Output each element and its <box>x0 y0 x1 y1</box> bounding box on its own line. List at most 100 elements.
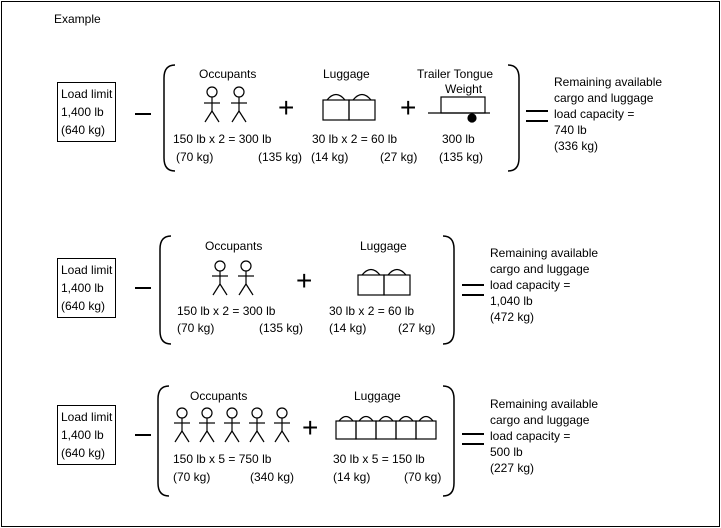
luggage-icon <box>357 274 385 296</box>
result-line: Remaining available <box>554 75 663 89</box>
right-bracket <box>442 385 455 497</box>
luggage-icon-group <box>357 268 411 296</box>
result-line: load capacity = <box>554 107 635 121</box>
trailer-weight-lb: 300 lb <box>442 132 475 146</box>
plus-sign: + <box>302 412 319 443</box>
plus-sign: + <box>400 92 417 123</box>
minus-sign <box>135 287 151 289</box>
result-line: Remaining available <box>490 397 599 411</box>
luggage-icon-group <box>322 93 376 121</box>
luggage-total-kg: (27 kg) <box>380 150 418 164</box>
left-bracket <box>163 64 176 172</box>
trailer-label-line1: Trailer Tongue <box>417 67 494 81</box>
result-line: load capacity = <box>490 278 571 292</box>
occupants-total-kg: (135 kg) <box>259 321 304 335</box>
load-limit-lb: 1,400 lb <box>61 428 104 442</box>
person-icon-group <box>204 86 247 123</box>
luggage-icon <box>355 420 377 440</box>
luggage-label: Luggage <box>354 389 401 403</box>
luggage-total-kg: (70 kg) <box>404 470 442 484</box>
luggage-label: Luggage <box>323 67 370 81</box>
load-limit-box: Load limit 1,400 lb (640 kg) <box>57 405 117 465</box>
person-icon <box>204 86 220 123</box>
result-text: Remaining available cargo and luggage lo… <box>554 74 662 154</box>
load-limit-box: Load limit 1,400 lb (640 kg) <box>57 82 117 142</box>
occupants-total-kg: (340 kg) <box>250 470 295 484</box>
luggage-calc: 30 lb x 5 = 150 lb <box>333 452 425 466</box>
minus-sign <box>135 113 151 115</box>
left-bracket <box>157 385 170 497</box>
result-line: (336 kg) <box>554 139 599 153</box>
left-bracket <box>159 235 172 345</box>
luggage-calc: 30 lb x 2 = 60 lb <box>312 132 398 146</box>
trailer-tongue-icon <box>428 96 490 123</box>
luggage-icon <box>415 420 437 440</box>
plus-sign: + <box>296 265 313 296</box>
occupants-label: Occupants <box>190 389 248 403</box>
result-line: cargo and luggage <box>490 262 590 276</box>
diagram-title: Example <box>54 12 101 26</box>
luggage-each-kg: (14 kg) <box>333 470 371 484</box>
minus-sign <box>135 434 151 436</box>
person-icon <box>174 407 190 443</box>
result-line: load capacity = <box>490 429 571 443</box>
result-line: 1,040 lb <box>490 294 533 308</box>
plus-sign: + <box>278 92 295 123</box>
luggage-each-kg: (14 kg) <box>311 150 349 164</box>
occupants-calc: 150 lb x 2 = 300 lb <box>173 132 272 146</box>
luggage-icon-group <box>335 415 437 440</box>
load-limit-lb: 1,400 lb <box>61 281 104 295</box>
load-limit-label: Load limit <box>61 87 113 101</box>
luggage-each-kg: (14 kg) <box>329 321 367 335</box>
result-line: (472 kg) <box>490 310 535 324</box>
person-icon-group <box>174 407 290 443</box>
luggage-icon <box>335 420 357 440</box>
load-limit-kg: (640 kg) <box>61 123 106 137</box>
occupants-each-kg: (70 kg) <box>176 150 214 164</box>
occupants-each-kg: (70 kg) <box>173 470 211 484</box>
luggage-icon <box>322 99 350 121</box>
person-icon <box>212 260 228 296</box>
result-line: cargo and luggage <box>490 413 590 427</box>
result-text: Remaining available cargo and luggage lo… <box>490 396 598 476</box>
right-bracket <box>442 235 455 345</box>
luggage-calc: 30 lb x 2 = 60 lb <box>329 304 415 318</box>
person-icon <box>274 407 290 443</box>
load-limit-label: Load limit <box>61 410 113 424</box>
equals-sign <box>462 433 484 445</box>
luggage-icon <box>383 274 411 296</box>
result-text: Remaining available cargo and luggage lo… <box>490 245 598 325</box>
trailer-label-line2: Weight <box>445 82 483 96</box>
occupants-each-kg: (70 kg) <box>177 321 215 335</box>
result-line: 500 lb <box>490 445 523 459</box>
result-line: 740 lb <box>554 123 587 137</box>
person-icon <box>231 86 247 123</box>
equals-sign <box>526 110 548 122</box>
load-limit-lb: 1,400 lb <box>61 105 104 119</box>
load-limit-kg: (640 kg) <box>61 446 106 460</box>
occupants-calc: 150 lb x 2 = 300 lb <box>177 304 276 318</box>
occupants-label: Occupants <box>199 67 257 81</box>
result-line: (227 kg) <box>490 461 535 475</box>
luggage-icon <box>375 420 397 440</box>
result-line: cargo and luggage <box>554 91 654 105</box>
luggage-icon <box>348 99 376 121</box>
person-icon <box>199 407 215 443</box>
person-icon <box>224 407 240 443</box>
person-icon <box>238 260 254 296</box>
person-icon-group <box>212 260 254 296</box>
load-limit-kg: (640 kg) <box>61 299 106 313</box>
trailer-weight-kg: (135 kg) <box>439 150 484 164</box>
person-icon <box>249 407 265 443</box>
result-line: Remaining available <box>490 246 599 260</box>
load-limit-label: Load limit <box>61 263 113 277</box>
occupants-label: Occupants <box>205 239 263 253</box>
luggage-total-kg: (27 kg) <box>398 321 436 335</box>
load-limit-box: Load limit 1,400 lb (640 kg) <box>57 258 117 318</box>
luggage-label: Luggage <box>360 239 407 253</box>
occupants-calc: 150 lb x 5 = 750 lb <box>173 452 272 466</box>
equals-sign <box>462 284 484 296</box>
luggage-icon <box>395 420 417 440</box>
right-bracket <box>507 64 520 172</box>
